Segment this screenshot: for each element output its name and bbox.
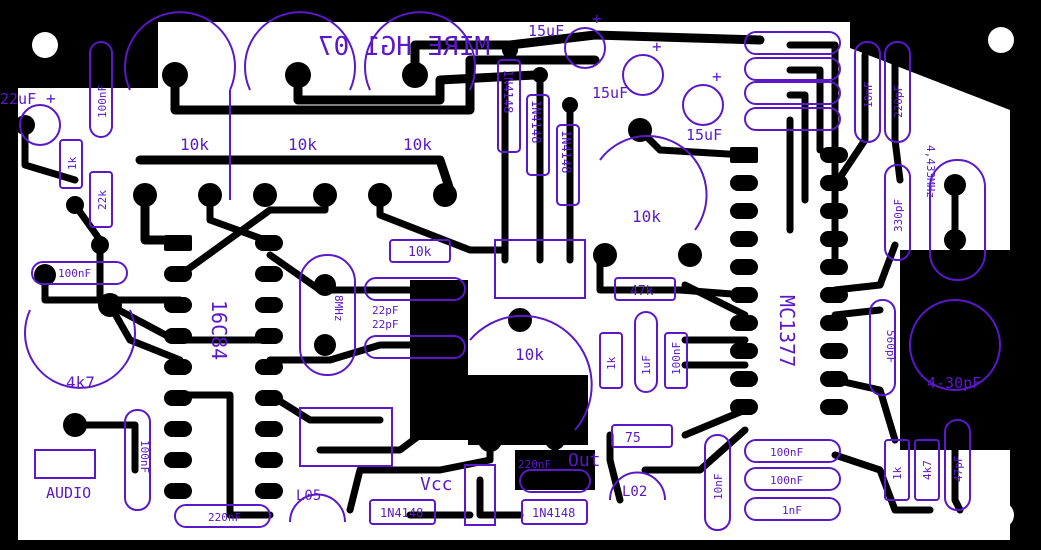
silkscreen-outlines bbox=[19, 11, 1001, 531]
label-crystal-8mhz: 8MHz bbox=[332, 295, 345, 322]
mounting-hole bbox=[32, 32, 58, 58]
label-cap-100nf-left: 100nF bbox=[58, 267, 91, 280]
label-cap-1uf: 1uF bbox=[640, 355, 653, 375]
label-cap-560pf: 560pF bbox=[884, 330, 897, 363]
label-vcc: Vcc bbox=[420, 474, 453, 495]
label-cap-22uf: 22uF bbox=[0, 90, 36, 108]
copper-block bbox=[410, 280, 468, 440]
label-cap-100nf-b2: 100nF bbox=[770, 474, 803, 487]
label-cap-220pf-top: 220pF bbox=[892, 85, 905, 118]
label-cap-22pf-b: 22pF bbox=[372, 318, 399, 331]
label-cap-15uf-top: 15uF bbox=[528, 22, 564, 40]
label-pot-mid: 10k bbox=[288, 135, 317, 154]
label-reg: L05 bbox=[296, 488, 321, 504]
label-res-1k-left: 1k bbox=[66, 156, 79, 170]
mounting-hole bbox=[988, 502, 1014, 528]
label-audio: AUDIO bbox=[46, 484, 91, 502]
label-cap-trim: 4-30pF bbox=[927, 374, 981, 392]
label-cap-220nf-bottom: 220nF bbox=[208, 511, 241, 524]
label-reg-l02: L02 bbox=[622, 484, 647, 500]
label-diode-e: 1N4148 bbox=[532, 506, 575, 520]
label-diode-b: 1N4148 bbox=[529, 100, 543, 143]
label-diode-c: 1N4148 bbox=[559, 130, 573, 173]
label-out: Out bbox=[568, 450, 601, 471]
label-cap-100nf-b1: 100nF bbox=[770, 446, 803, 459]
label-cap-10nf-bottom: 10nF bbox=[712, 474, 725, 501]
label-res-1k-mid: 1k bbox=[605, 356, 618, 370]
label-chip-pic: 16C84 bbox=[207, 300, 231, 360]
label-res-4k7: 4k7 bbox=[921, 460, 934, 480]
label-cap-100nf-small: 100nF bbox=[670, 342, 683, 375]
label-crystal-443: 4,433MHz bbox=[924, 145, 937, 198]
label-res-1k-right: 1k bbox=[891, 466, 904, 480]
copper-block bbox=[900, 250, 1010, 450]
label-pot-lower: 10k bbox=[515, 345, 544, 364]
silkscreen-labels: MIRE HG1 07 10k 10k 10k 10k 10k 4k7 15uF… bbox=[0, 9, 981, 524]
label-diode-a: 1N4148 bbox=[501, 70, 515, 113]
label-diode-d: 1N4148 bbox=[380, 506, 423, 520]
plus-sign: + bbox=[46, 89, 56, 108]
label-cap-10nf-top: 10nF bbox=[862, 82, 875, 109]
plus-sign: + bbox=[652, 37, 662, 56]
label-cap-22pf-a: 22pF bbox=[372, 304, 399, 317]
label-pot-center: 10k bbox=[632, 207, 661, 226]
label-pot-right: 10k bbox=[403, 135, 432, 154]
board-clear-area bbox=[18, 22, 1010, 540]
label-pot-left: 10k bbox=[180, 135, 209, 154]
label-cap-47pf: 47pF bbox=[952, 456, 965, 483]
board-title: MIRE HG1 07 bbox=[318, 32, 490, 62]
plus-sign: + bbox=[592, 9, 602, 28]
label-res-75: 75 bbox=[625, 431, 641, 446]
plus-sign: + bbox=[712, 67, 722, 86]
label-res-22k: 22k bbox=[96, 190, 109, 210]
label-cap-15uf-mid: 15uF bbox=[592, 84, 628, 102]
label-res-47k: 47k bbox=[630, 284, 654, 299]
mounting-hole bbox=[32, 507, 58, 533]
label-cap-100nf-top: 100nF bbox=[96, 85, 109, 118]
pads bbox=[15, 42, 966, 452]
label-res-10k-mid: 10k bbox=[408, 245, 432, 260]
label-cap-15uf-right: 15uF bbox=[686, 126, 722, 144]
label-cap-100nf-mid: 100nF bbox=[138, 440, 151, 473]
label-chip-mc: MC1377 bbox=[775, 295, 799, 367]
label-cap-1nf: 1nF bbox=[782, 504, 802, 517]
ic-pads bbox=[164, 147, 848, 499]
label-cap-330pf: 330pF bbox=[892, 199, 905, 232]
label-pot-4k7: 4k7 bbox=[66, 373, 95, 392]
mounting-hole bbox=[988, 27, 1014, 53]
label-cap-220nf-out: 220nF bbox=[518, 458, 551, 471]
